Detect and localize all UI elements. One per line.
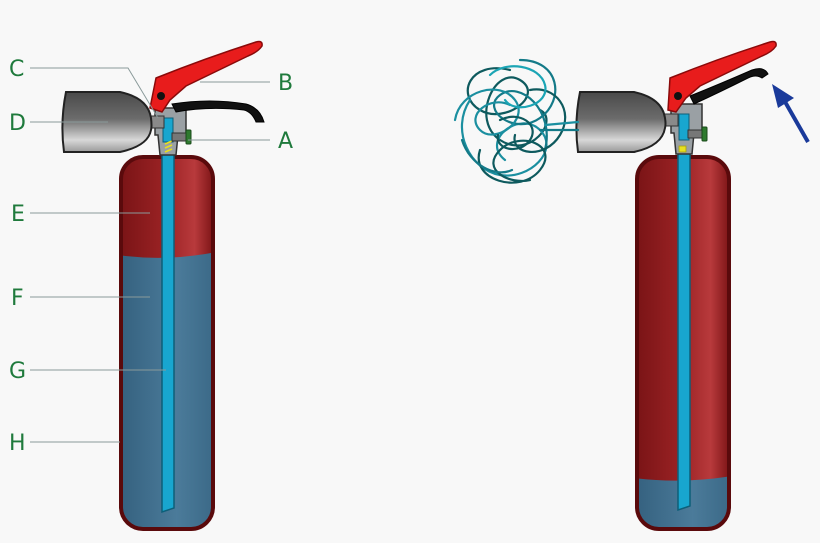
left-spring bbox=[164, 140, 173, 153]
label-C: C bbox=[9, 57, 24, 82]
label-G: G bbox=[9, 359, 26, 384]
label-B: B bbox=[278, 71, 293, 96]
left-siphon-tube bbox=[161, 149, 175, 514]
right-carry-handle bbox=[689, 68, 769, 105]
right-valve-head bbox=[663, 103, 708, 155]
label-H: H bbox=[9, 431, 26, 456]
right-extinguisher bbox=[453, 40, 810, 531]
right-discharge-horn bbox=[575, 91, 667, 153]
label-E: E bbox=[11, 202, 25, 227]
part-labels: C D E F G H B A bbox=[9, 57, 293, 456]
leader-C bbox=[30, 67, 159, 119]
label-D: D bbox=[9, 111, 26, 136]
left-valve-head bbox=[149, 107, 192, 156]
label-F: F bbox=[11, 286, 24, 311]
left-extinguisher bbox=[61, 40, 265, 531]
left-carry-handle bbox=[171, 100, 265, 123]
press-arrow bbox=[772, 84, 810, 143]
right-operating-lever bbox=[667, 40, 777, 113]
right-siphon-tube bbox=[677, 149, 691, 512]
left-lever-pivot bbox=[157, 92, 165, 100]
label-A: A bbox=[278, 129, 293, 154]
leader-lines bbox=[30, 67, 270, 443]
left-operating-lever bbox=[149, 40, 263, 113]
right-lever-pivot bbox=[674, 92, 682, 100]
spray-cloud bbox=[453, 58, 580, 184]
